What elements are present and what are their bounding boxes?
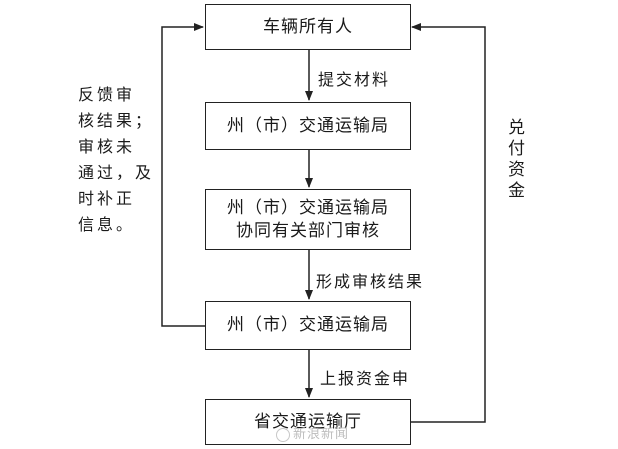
feedback-line: 反馈审 [78,85,136,104]
bureau-box-report-label: 州（市）交通运输局 [227,315,389,336]
payout-loop-line [410,23,486,423]
payout-label: 兑付资金 [504,118,524,202]
feedback-line: 核结果； [78,111,155,130]
owner-box: 车辆所有人 [205,4,411,50]
feedback-line: 通过，及 [78,163,155,182]
feedback-text: 反馈审 核结果； 审核未 通过，及 时补正 信息。 [78,82,154,238]
feedback-line: 时补正 [78,189,136,208]
feedback-loop-line [161,23,205,327]
watermark: 新浪新闻 [276,423,349,442]
bureau-coordinate-line1: 州（市）交通运输局 [227,197,389,218]
bureau-coordinate-box: 州（市）交通运输局 协同有关部门审核 [205,189,411,250]
bureau-box-report: 州（市）交通运输局 [205,301,411,350]
submit-materials-label: 提交材料 [318,70,391,89]
bureau-box-review-label: 州（市）交通运输局 [227,115,389,136]
feedback-line: 信息。 [78,215,136,234]
bureau-box-review: 州（市）交通运输局 [205,102,411,150]
report-funds-label: 上报资金申 [320,369,411,388]
provincial-box: 省交通运输厅 [205,399,411,445]
watermark-logo-icon [276,427,290,442]
owner-box-label: 车辆所有人 [263,16,353,37]
provincial-box-label: 省交通运输厅 [254,411,362,432]
form-result-label: 形成审核结果 [316,272,425,291]
feedback-line: 审核未 [78,137,136,156]
bureau-coordinate-line2: 协同有关部门审核 [236,220,380,241]
watermark-text: 新浪新闻 [293,427,350,442]
